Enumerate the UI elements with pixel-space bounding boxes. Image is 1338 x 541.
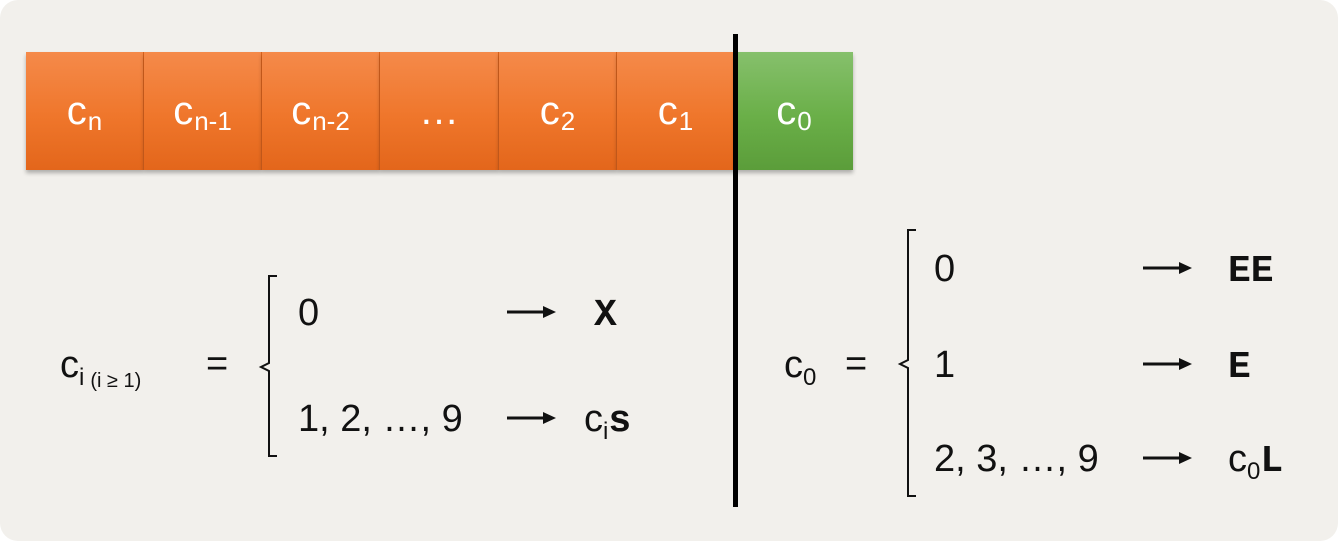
left-rule-lhs-base: c [60, 344, 79, 386]
left-rule-lhs-condition: (i ≥ 1) [90, 370, 142, 392]
right-rule-lhs-base: c [784, 344, 803, 386]
digit-cell-c0-base: c [776, 88, 797, 133]
left-case-0-input: 0 [298, 292, 320, 334]
digit-cell-c1-base: c [657, 88, 678, 133]
digit-cell-c0-sub: 0 [797, 105, 812, 136]
right-rule-equals: = [845, 343, 868, 385]
right-case-1-output-code: E [1228, 346, 1251, 389]
left-case-0-output-code: X [594, 294, 617, 337]
right-case-2-arrow-icon [1143, 452, 1192, 464]
right-case-0-input: 0 [934, 248, 956, 290]
left-rule-equals: = [206, 343, 229, 385]
digit-cell-cn-1-base: c [173, 88, 194, 133]
left-case-0-output: X [594, 292, 617, 337]
vertical-divider [733, 34, 738, 507]
right-case-2-output-code: L [1260, 440, 1284, 483]
digit-cell-cn-1-sub: n-1 [194, 105, 232, 136]
digit-cell-cn-sub: n [87, 105, 103, 136]
left-brace-icon [258, 275, 277, 457]
digit-cell-cn-base: c [66, 88, 87, 133]
right-case-1-input: 1 [934, 344, 956, 386]
left-case-1-arrow-icon [507, 412, 556, 424]
digit-cell-c2-base: c [539, 88, 560, 133]
digit-cell-cn-2-sub: n-2 [312, 105, 350, 136]
digit-cell-ellipsis-base: … [419, 88, 459, 133]
left-case-1-input: 1, 2, …, 9 [298, 398, 463, 440]
right-case-1-output: E [1228, 344, 1251, 389]
right-brace-icon [897, 229, 916, 497]
right-case-2-output: c0L [1228, 438, 1284, 485]
right-case-0-arrow-icon [1143, 262, 1192, 274]
right-case-1-arrow-icon [1143, 358, 1192, 370]
digit-cell-c2-sub: 2 [560, 105, 576, 136]
digit-cell-ellipsis: … [380, 52, 499, 170]
left-rule-lhs: ci(i ≥ 1) [60, 344, 141, 392]
right-case-2-output-sub: 0 [1247, 458, 1261, 485]
left-case-1-output: cis [584, 398, 632, 445]
digit-cell-cn-2-base: c [291, 88, 312, 133]
right-case-0-output-code: EE [1228, 250, 1274, 293]
left-case-1-output-prefix: c [584, 398, 603, 440]
right-case-0-output: EE [1228, 248, 1274, 293]
left-case-0-arrow-icon [507, 306, 556, 318]
right-case-2-input: 2, 3, …, 9 [934, 438, 1099, 480]
digit-cell-c1-sub: 1 [678, 105, 694, 136]
left-rule-lhs-sub: i [79, 364, 85, 391]
right-case-2-output-prefix: c [1228, 438, 1247, 480]
right-rule-lhs: c0 [784, 344, 816, 391]
right-rule-lhs-sub: 0 [803, 364, 817, 391]
left-case-1-output-code: s [608, 400, 632, 443]
left-case-1-output-sub: i [603, 418, 609, 445]
